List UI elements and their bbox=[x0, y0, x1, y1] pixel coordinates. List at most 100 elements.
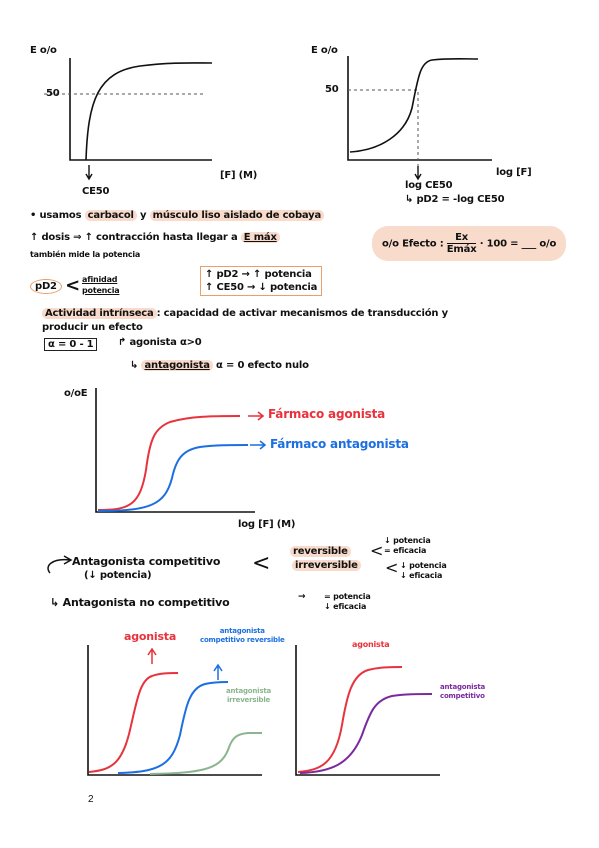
note-line2: ↑ dosis ⇒ ↑ contracción hasta llegar a E… bbox=[30, 232, 280, 243]
rule1: ↑ pD2 → ↑ potencia bbox=[205, 269, 312, 280]
graph5-ant-nc-1: antagonista bbox=[440, 683, 486, 691]
graph2-marker-arrow bbox=[414, 166, 422, 181]
nc-2: ↓ eficacia bbox=[324, 602, 367, 611]
antag-irreversible-label: irreversible bbox=[292, 560, 361, 571]
graph4-ant-rev-2: competitivo reversible bbox=[200, 636, 285, 644]
graph2-formula: ↳ pD2 = -log CE50 bbox=[405, 194, 505, 205]
agonista-line: ↱ agonista α>0 bbox=[118, 337, 202, 348]
nc-dash: → bbox=[298, 592, 306, 602]
graph2-half-line bbox=[348, 89, 419, 170]
graph3-series-antagonista: Fármaco antagonista bbox=[270, 437, 409, 451]
rev-effects: ↓ potencia = eficacia bbox=[384, 536, 431, 556]
nc-1: = potencia bbox=[324, 592, 371, 601]
antag-competitivo-sub: (↓ potencia) bbox=[84, 570, 152, 581]
graph1-ylabel: E o/o bbox=[30, 45, 57, 56]
graph3-ylabel: o/oE bbox=[64, 388, 88, 399]
rule2: ↑ CE50 → ↓ potencia bbox=[205, 282, 318, 293]
graph5-ant-nc: antagonista competitivo bbox=[440, 683, 485, 701]
graph2-ytick: 50 bbox=[325, 84, 339, 95]
pd2-terms: afinidad potencia bbox=[82, 274, 120, 296]
efecto-tail: · 100 = ___ o/o bbox=[479, 238, 557, 250]
graph3-antagonista-curve bbox=[97, 444, 249, 512]
note-line1-b: y bbox=[136, 210, 150, 221]
graph5-nc-curve bbox=[299, 693, 433, 774]
graph3-xlabel: log [F] (M) bbox=[238, 519, 296, 530]
irr-lt: < bbox=[385, 558, 399, 577]
efecto-label: o/o Efecto : bbox=[382, 238, 444, 250]
antag-competitivo: Antagonista competitivo bbox=[72, 555, 221, 568]
graph3-series-agonista: Fármaco agonista bbox=[268, 407, 386, 421]
antag-no-competitivo: ↳ Antagonista no competitivo bbox=[50, 596, 230, 609]
graph5-agonista-curve bbox=[297, 666, 403, 773]
actividad-line: Actividad intrínseca: capacidad de activ… bbox=[42, 308, 448, 319]
graph1-marker-label: CE50 bbox=[82, 186, 110, 197]
graph2-xlabel: log [F] bbox=[496, 167, 532, 178]
pd2-afinidad: afinidad bbox=[82, 275, 118, 284]
efecto-den: Emáx bbox=[446, 244, 477, 255]
antag-irreversible: irreversible bbox=[292, 560, 361, 571]
nc-effects: = potencia ↓ eficacia bbox=[324, 592, 371, 612]
note-carbacol: carbacol bbox=[84, 210, 137, 221]
graph3-arrow-agonista bbox=[248, 411, 265, 421]
graph2-marker-label: log CE50 bbox=[405, 180, 453, 191]
note-emax: E máx bbox=[240, 232, 280, 243]
graph4-arrow-agonista bbox=[147, 647, 157, 664]
competitivo-arrow bbox=[47, 555, 73, 574]
graph3-arrow-antagonista bbox=[250, 440, 267, 450]
actividad-text: : capacidad de activar mecanismos de tra… bbox=[156, 308, 449, 319]
graph5-ant-nc-2: competitivo bbox=[440, 692, 485, 700]
pd2-potencia: potencia bbox=[82, 286, 120, 295]
irr-1: ↓ potencia bbox=[400, 561, 447, 570]
actividad-line2: producir un efecto bbox=[42, 322, 143, 333]
graph1-marker-arrow bbox=[85, 165, 93, 181]
actividad-label: Actividad intrínseca bbox=[42, 308, 157, 319]
irr-effects: ↓ potencia ↓ eficacia bbox=[400, 561, 447, 581]
graph3-agonista-curve bbox=[97, 415, 241, 511]
graph4-ant-irr-curve bbox=[149, 731, 262, 775]
graph4-ant-irr-2: irreversible bbox=[226, 696, 271, 704]
graph1-curve bbox=[85, 62, 213, 161]
graph2-ylabel: E o/o bbox=[311, 45, 338, 56]
irr-2: ↓ eficacia bbox=[400, 571, 443, 580]
pd2-block: pD2 < bbox=[30, 275, 80, 296]
antag-lt: < bbox=[252, 551, 271, 576]
rev-lt: < bbox=[370, 541, 384, 560]
efecto-num: Ex bbox=[446, 232, 477, 244]
antagonista-line: ↳ antagonista α = 0 efecto nulo bbox=[130, 360, 309, 371]
graph1-xlabel: [F] (M) bbox=[220, 170, 258, 181]
graph4-ant-rev-1: antagonista bbox=[219, 627, 265, 635]
antag-reversible: reversible bbox=[290, 546, 351, 557]
note-line1: • usamos carbacol y músculo liso aislado… bbox=[30, 210, 325, 221]
note-musculo: músculo liso aislado de cobaya bbox=[149, 210, 325, 221]
graph5-agonista: agonista bbox=[352, 640, 390, 649]
pd2-lt: < bbox=[65, 275, 81, 296]
efecto-fraction: Ex Emáx bbox=[446, 232, 477, 255]
graph1-axes bbox=[69, 58, 212, 161]
note-line1-a: • usamos bbox=[30, 210, 85, 221]
graph1-ytick: 50 bbox=[46, 88, 60, 99]
antagonista-tail: α = 0 efecto nulo bbox=[212, 360, 309, 371]
alpha-box: α = 0 - 1 bbox=[44, 338, 98, 351]
antagonista-arrow: ↳ bbox=[130, 360, 139, 371]
note-line3: también mide la potencia bbox=[30, 250, 141, 259]
page-number: 2 bbox=[88, 794, 94, 805]
graph4-ant-irr: antagonista irreversible bbox=[226, 687, 271, 705]
graph4-ant-irr-1: antagonista bbox=[226, 687, 272, 695]
graph4-agonista: agonista bbox=[124, 630, 177, 643]
rev-1: ↓ potencia bbox=[384, 536, 431, 545]
graph5-axes bbox=[295, 645, 440, 776]
graph3-axes bbox=[95, 388, 255, 513]
pd2-circle: pD2 bbox=[30, 278, 62, 294]
rev-2: = eficacia bbox=[384, 546, 427, 555]
note-line2-a: ↑ dosis ⇒ ↑ contracción hasta llegar a bbox=[30, 232, 241, 243]
antag-reversible-label: reversible bbox=[290, 546, 351, 557]
graph2-axes bbox=[347, 56, 492, 161]
rules-box: ↑ pD2 → ↑ potencia ↑ CE50 → ↓ potencia bbox=[200, 266, 323, 296]
graph4-axes bbox=[87, 645, 262, 776]
antagonista-word: antagonista bbox=[141, 360, 213, 371]
graph4-ant-rev-curve bbox=[117, 681, 229, 774]
efecto-formula: o/o Efecto : Ex Emáx · 100 = ___ o/o bbox=[372, 226, 567, 261]
graph4-agonista-curve bbox=[88, 672, 179, 773]
graph2-curve bbox=[349, 57, 479, 153]
